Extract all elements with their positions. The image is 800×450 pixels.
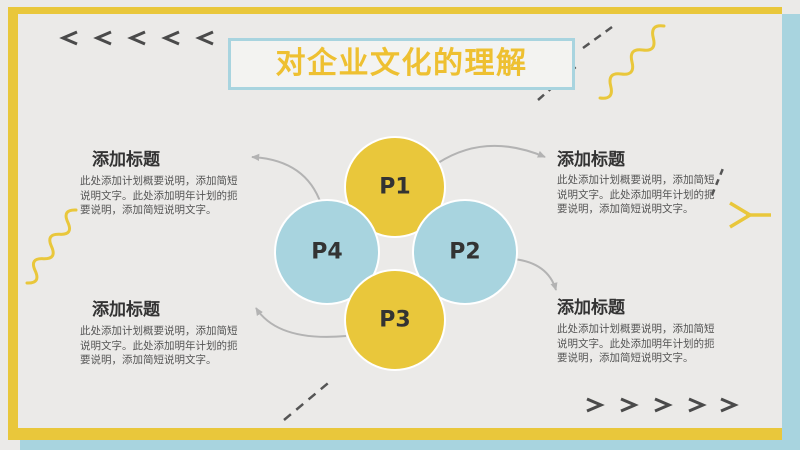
body-line: 此处添加计划概要说明，添加简短: [557, 323, 715, 335]
slide-title: 对企业文化的理解: [275, 46, 528, 81]
squiggle-top-right-decoration: [598, 24, 666, 100]
node-p2-circle: [412, 199, 518, 305]
title-box: 对企业文化的理解: [228, 38, 575, 90]
chevron-row-bottom-right: [586, 397, 739, 413]
arrow-p3-to-bottom-left-block: [255, 307, 347, 338]
chevron-row-top-left: [59, 30, 214, 46]
arrow-p1-to-top-right-block: [437, 144, 546, 164]
body-line: 要说明，添加简短说明文字。: [557, 203, 694, 215]
dashed-line-right: [710, 165, 726, 196]
chevron-left-icon: [161, 30, 180, 46]
decorations: [25, 24, 771, 421]
body-line: 此处添加计划概要说明，添加简短: [80, 175, 238, 187]
body-line: 此处添加计划概要说明，添加简短: [80, 325, 238, 337]
diagram: P1 P2 P3 P4: [274, 136, 518, 371]
arrow-p4-to-top-left-block: [251, 153, 322, 205]
chevron-left-icon: [93, 30, 112, 46]
block-bottom-left-heading: 添加标题: [92, 300, 160, 320]
frame-top-band: [8, 7, 782, 14]
squiggle-left-decoration: [25, 208, 78, 285]
chevron-left-icon: [195, 30, 214, 46]
body-line: 说明文字。此处添加明年计划的扼: [557, 337, 715, 350]
node-p3-label: P3: [379, 308, 410, 333]
node-p4-circle: [274, 199, 380, 305]
chevron-right-icon: [654, 397, 673, 413]
block-top-right-body: 此处添加计划概要说明，添加简短 说明文字。此处添加明年计划的扼 要说明，添加简短…: [557, 173, 715, 217]
frame-right-band: [782, 14, 800, 450]
block-top-right-heading: 添加标题: [557, 150, 625, 170]
block-top-left-heading: 添加标题: [92, 150, 160, 170]
node-p1-label: P1: [379, 175, 410, 200]
body-line: 说明文字。此处添加明年计划的扼: [557, 188, 715, 201]
dashed-line-bottom: [283, 378, 334, 421]
node-p1-circle: [344, 136, 446, 238]
block-bottom-right-heading: 添加标题: [557, 298, 625, 318]
body-line: 此处添加计划概要说明，添加简短: [557, 174, 715, 186]
body-line: 说明文字。此处添加明年计划的扼: [80, 189, 238, 202]
chevron-left-icon: [127, 30, 146, 46]
connector-arrows: [251, 144, 558, 338]
body-line: 要说明，添加简短说明文字。: [80, 204, 217, 216]
block-bottom-right-body: 此处添加计划概要说明，添加简短 说明文字。此处添加明年计划的扼 要说明，添加简短…: [557, 322, 715, 366]
chevron-left-icon: [59, 30, 78, 46]
frame-left-band: [8, 7, 18, 440]
frame-bottom-blue-band: [20, 440, 800, 450]
body-line: 说明文字。此处添加明年计划的扼: [80, 339, 238, 352]
chevron-right-icon: [586, 397, 605, 413]
frame-bottom-band: [8, 428, 782, 440]
chevron-right-icon: [720, 397, 739, 413]
node-p2-label: P2: [449, 240, 480, 265]
body-line: 要说明，添加简短说明文字。: [80, 354, 217, 366]
block-bottom-left-body: 此处添加计划概要说明，添加简短 说明文字。此处添加明年计划的扼 要说明，添加简短…: [80, 324, 238, 368]
chevron-line-right-decoration: [729, 201, 771, 229]
dashed-line-top-right-2: [582, 25, 613, 50]
block-top-left-body: 此处添加计划概要说明，添加简短 说明文字。此处添加明年计划的扼 要说明，添加简短…: [80, 174, 238, 218]
slide-frame: [8, 7, 800, 450]
body-line: 要说明，添加简短说明文字。: [557, 352, 694, 364]
node-p3-circle: [344, 269, 446, 371]
arrow-p2-to-bottom-right-block: [513, 258, 558, 291]
chevron-right-icon: [688, 397, 707, 413]
node-p4-label: P4: [311, 240, 342, 265]
chevron-right-icon: [620, 397, 639, 413]
